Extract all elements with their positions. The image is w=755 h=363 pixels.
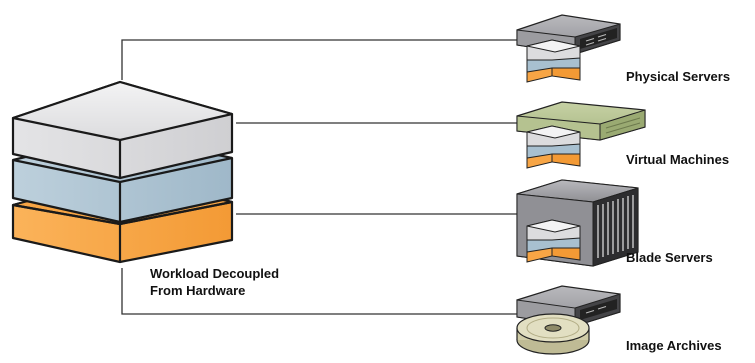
small-stack-icon-virtual bbox=[526, 125, 581, 169]
connector-image-archives bbox=[121, 268, 520, 315]
caption-line-2: From Hardware bbox=[150, 283, 246, 298]
connector-lines bbox=[121, 39, 520, 315]
label-physical-servers: Physical Servers bbox=[626, 69, 731, 84]
label-image-archives: Image Archives bbox=[626, 338, 722, 353]
connector-physical-servers bbox=[121, 39, 520, 80]
label-virtual-machines: Virtual Machines bbox=[626, 152, 730, 167]
caption-line-1: Workload Decoupled bbox=[150, 266, 280, 281]
workload-caption: Workload Decoupled From Hardware bbox=[150, 265, 279, 299]
small-stack-icon-physical bbox=[526, 39, 581, 83]
workload-stack-icon bbox=[11, 80, 234, 264]
disk-icon bbox=[516, 313, 590, 355]
label-blade-servers: Blade Servers bbox=[626, 250, 713, 265]
small-stack-icon-blade bbox=[526, 219, 581, 263]
